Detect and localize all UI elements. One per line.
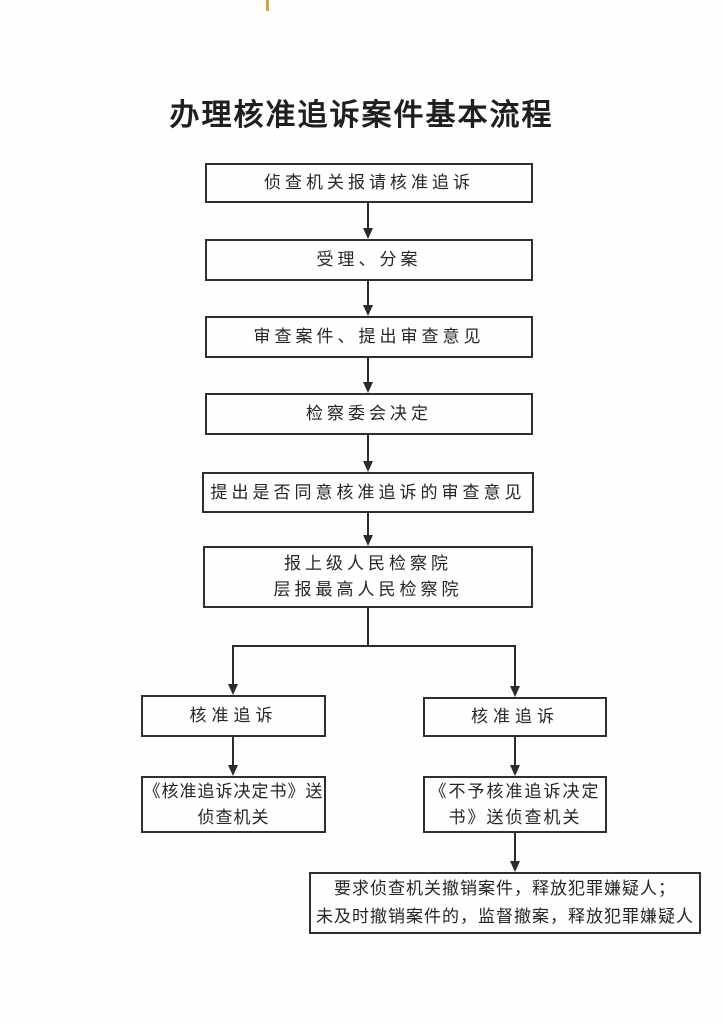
flow-box-label: 核准追诉	[471, 707, 559, 726]
flow-box-right-approve: 核准追诉	[423, 697, 607, 737]
arrow-down-icon	[228, 765, 238, 776]
flow-box-withdraw-release: 要求侦查机关撤销案件，释放犯罪嫌疑人； 未及时撤销案件的，监督撤案，释放犯罪嫌疑…	[309, 872, 701, 934]
flow-box-label: 受理、分案	[316, 250, 422, 269]
flow-box-label-line1: 《核准追诉决定书》送	[143, 781, 324, 801]
flow-box-label-line2: 书》送侦查机关	[448, 807, 582, 827]
flow-box-right-decision-doc: 《不予核准追诉决定 书》送侦查机关	[423, 776, 607, 833]
flow-box-label-line2: 层报最高人民检察院	[273, 580, 463, 599]
flow-box-review-case: 审查案件、提出审查意见	[205, 316, 533, 358]
connector-line	[232, 646, 234, 685]
arrow-down-icon	[510, 765, 520, 776]
flow-box-review-opinion: 提出是否同意核准追诉的审查意见	[202, 472, 534, 513]
connector-line	[514, 646, 516, 687]
arrow-down-icon	[510, 686, 520, 697]
flow-box-label: 检察委会决定	[306, 404, 432, 423]
flow-box-report-request: 侦查机关报请核准追诉	[205, 163, 533, 203]
arrow-down-icon	[363, 228, 373, 239]
connector-line	[514, 737, 516, 766]
scan-artifact-mark	[266, 0, 269, 11]
connector-line	[367, 513, 369, 536]
flow-box-accept-assign: 受理、分案	[205, 239, 533, 281]
flow-box-committee-decision: 检察委会决定	[205, 393, 533, 435]
arrow-down-icon	[363, 382, 373, 393]
arrow-down-icon	[363, 535, 373, 546]
connector-line	[514, 833, 516, 862]
connector-line	[367, 608, 369, 647]
arrow-down-icon	[363, 305, 373, 316]
connector-line	[367, 435, 369, 462]
flow-box-label: 审查案件、提出审查意见	[253, 327, 485, 346]
flow-box-label-line2: 未及时撤销案件的，监督撤案，释放犯罪嫌疑人	[316, 907, 694, 926]
connector-line	[367, 281, 369, 306]
arrow-down-icon	[510, 861, 520, 872]
connector-line	[232, 737, 234, 766]
flow-box-left-decision-doc: 《核准追诉决定书》送 侦查机关	[141, 776, 326, 833]
arrow-down-icon	[228, 684, 238, 695]
flow-box-report-superior: 报上级人民检察院 层报最高人民检察院	[203, 546, 533, 608]
flow-box-label: 核准追诉	[189, 706, 278, 725]
branch-line	[232, 645, 516, 647]
arrow-down-icon	[363, 461, 373, 472]
page-title: 办理核准追诉案件基本流程	[169, 99, 554, 132]
connector-line	[367, 358, 369, 383]
flow-box-label: 提出是否同意核准追诉的审查意见	[210, 482, 526, 502]
flow-box-label: 侦查机关报请核准追诉	[264, 173, 474, 192]
flow-box-left-approve: 核准追诉	[141, 695, 326, 737]
connector-line	[367, 203, 369, 229]
flow-box-label-line1: 报上级人民检察院	[284, 554, 452, 573]
flow-box-label-line1: 《不予核准追诉决定	[429, 781, 601, 801]
flow-box-label-line1: 要求侦查机关撤销案件，释放犯罪嫌疑人；	[334, 879, 676, 898]
flow-box-label-line2: 侦查机关	[197, 807, 270, 827]
